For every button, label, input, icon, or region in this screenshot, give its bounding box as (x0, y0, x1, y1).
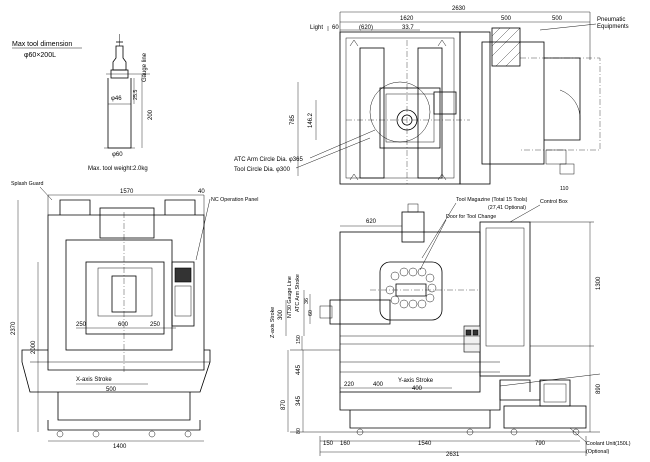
top-dim-500-a: 500 (501, 16, 512, 22)
side-dim-620: 620 (366, 219, 377, 225)
atc-arm-stroke-label: ATC Arm Stroke (295, 274, 301, 312)
coolant-unit-label: Coolant Unit(150L) (586, 441, 631, 447)
side-dim-345: 345 (296, 395, 302, 406)
door-tool-change-label: Door for Tool Change (446, 214, 496, 220)
y-axis-stroke-label: Y-axis Stroke (398, 378, 434, 384)
side-dim-80: 80 (296, 428, 302, 434)
front-dim-40: 40 (198, 189, 205, 195)
front-view: Splash Guard 1570 40 NC Operation Panel … (11, 181, 258, 450)
front-dim-2000: 2000 (31, 340, 37, 354)
side-dim-870: 870 (281, 399, 287, 410)
side-view: Tool Magazine (Total 15 Tools) (27,41 Op… (270, 197, 631, 458)
control-box-label: Control Box (540, 199, 568, 205)
nc-operation-panel-label: NC Operation Panel (211, 197, 258, 203)
front-dim-250: 250 (76, 322, 87, 328)
gauge-line-label: Gauge line (142, 52, 148, 82)
front-dim-250-b: 250 (150, 322, 161, 328)
side-dim-2631: 2631 (446, 452, 460, 458)
max-tool-weight: Max. tool weight:2.0kg (88, 166, 148, 172)
top-dim-620: (620) (359, 25, 373, 31)
side-dim-1300: 1300 (596, 276, 602, 290)
top-dim-60: 60 (332, 25, 339, 31)
splash-guard-label: Splash Guard (11, 181, 43, 187)
tool-dimension-detail: Max tool dimension φ60×200L Gauge line φ… (12, 34, 154, 172)
dim-25-5: 25.5 (133, 90, 139, 100)
side-dim-150: 150 (296, 335, 302, 344)
top-dim-2630: 2630 (452, 6, 466, 12)
front-dim-600: 600 (118, 322, 129, 328)
side-dim-1540: 1540 (418, 441, 432, 447)
y-axis-stroke-value: 400 (412, 386, 423, 392)
side-dim-60: 60 (308, 310, 314, 316)
light-label: Light (310, 25, 323, 31)
side-dim-160: 160 (340, 441, 351, 447)
top-dim-785: 785 (290, 114, 296, 125)
tool-magazine-label: Tool Magazine (Total 15 Tools) (456, 197, 528, 203)
tool-magazine-optional: (27,41 Optional) (488, 205, 526, 211)
z-axis-stroke-value: 300 (278, 309, 284, 320)
nt30-gauge-line-label: NT30 Gauge Line (287, 276, 293, 318)
tool-dimension-size: φ60×200L (24, 52, 56, 59)
dim-200: 200 (148, 109, 154, 120)
top-view: 2630 1620 500 500 Light 60 (620) 33.7 Pn… (234, 6, 629, 192)
front-dim-2370: 2370 (11, 321, 17, 335)
side-dim-400: 400 (373, 382, 384, 388)
dia-46-label: φ46 (111, 96, 122, 102)
z-axis-stroke-label: Z-axis Stroke (270, 307, 276, 338)
top-dim-110: 110 (560, 186, 568, 192)
dia-60-label: φ60 (112, 152, 123, 158)
side-dim-36: 36 (304, 298, 310, 304)
tool-circle-dia: Tool Circle Dia. φ300 (234, 167, 291, 173)
x-axis-stroke-label: X-axis Stroke (76, 377, 112, 383)
side-dim-150-b: 150 (323, 441, 334, 447)
atc-arm-circle-dia: ATC Arm Circle Dia. φ365 (234, 157, 303, 163)
top-dim-146-2: 146.2 (308, 112, 314, 128)
side-dim-790: 790 (535, 441, 546, 447)
x-axis-stroke-value: 500 (106, 387, 117, 393)
front-dim-1400: 1400 (113, 444, 127, 450)
pneumatic-label-1: Pneumatic (597, 17, 625, 23)
side-dim-890: 890 (596, 383, 602, 394)
top-dim-33-7: 33.7 (402, 25, 414, 31)
side-dim-445: 445 (296, 364, 302, 375)
top-dim-500-b: 500 (552, 16, 563, 22)
front-dim-1570: 1570 (120, 189, 134, 195)
top-dim-1620: 1620 (400, 16, 414, 22)
side-dim-220: 220 (344, 382, 355, 388)
coolant-unit-optional: (Optional) (586, 449, 609, 455)
tool-dimension-heading: Max tool dimension (12, 41, 72, 48)
pneumatic-label-2: Equipments (597, 24, 629, 30)
